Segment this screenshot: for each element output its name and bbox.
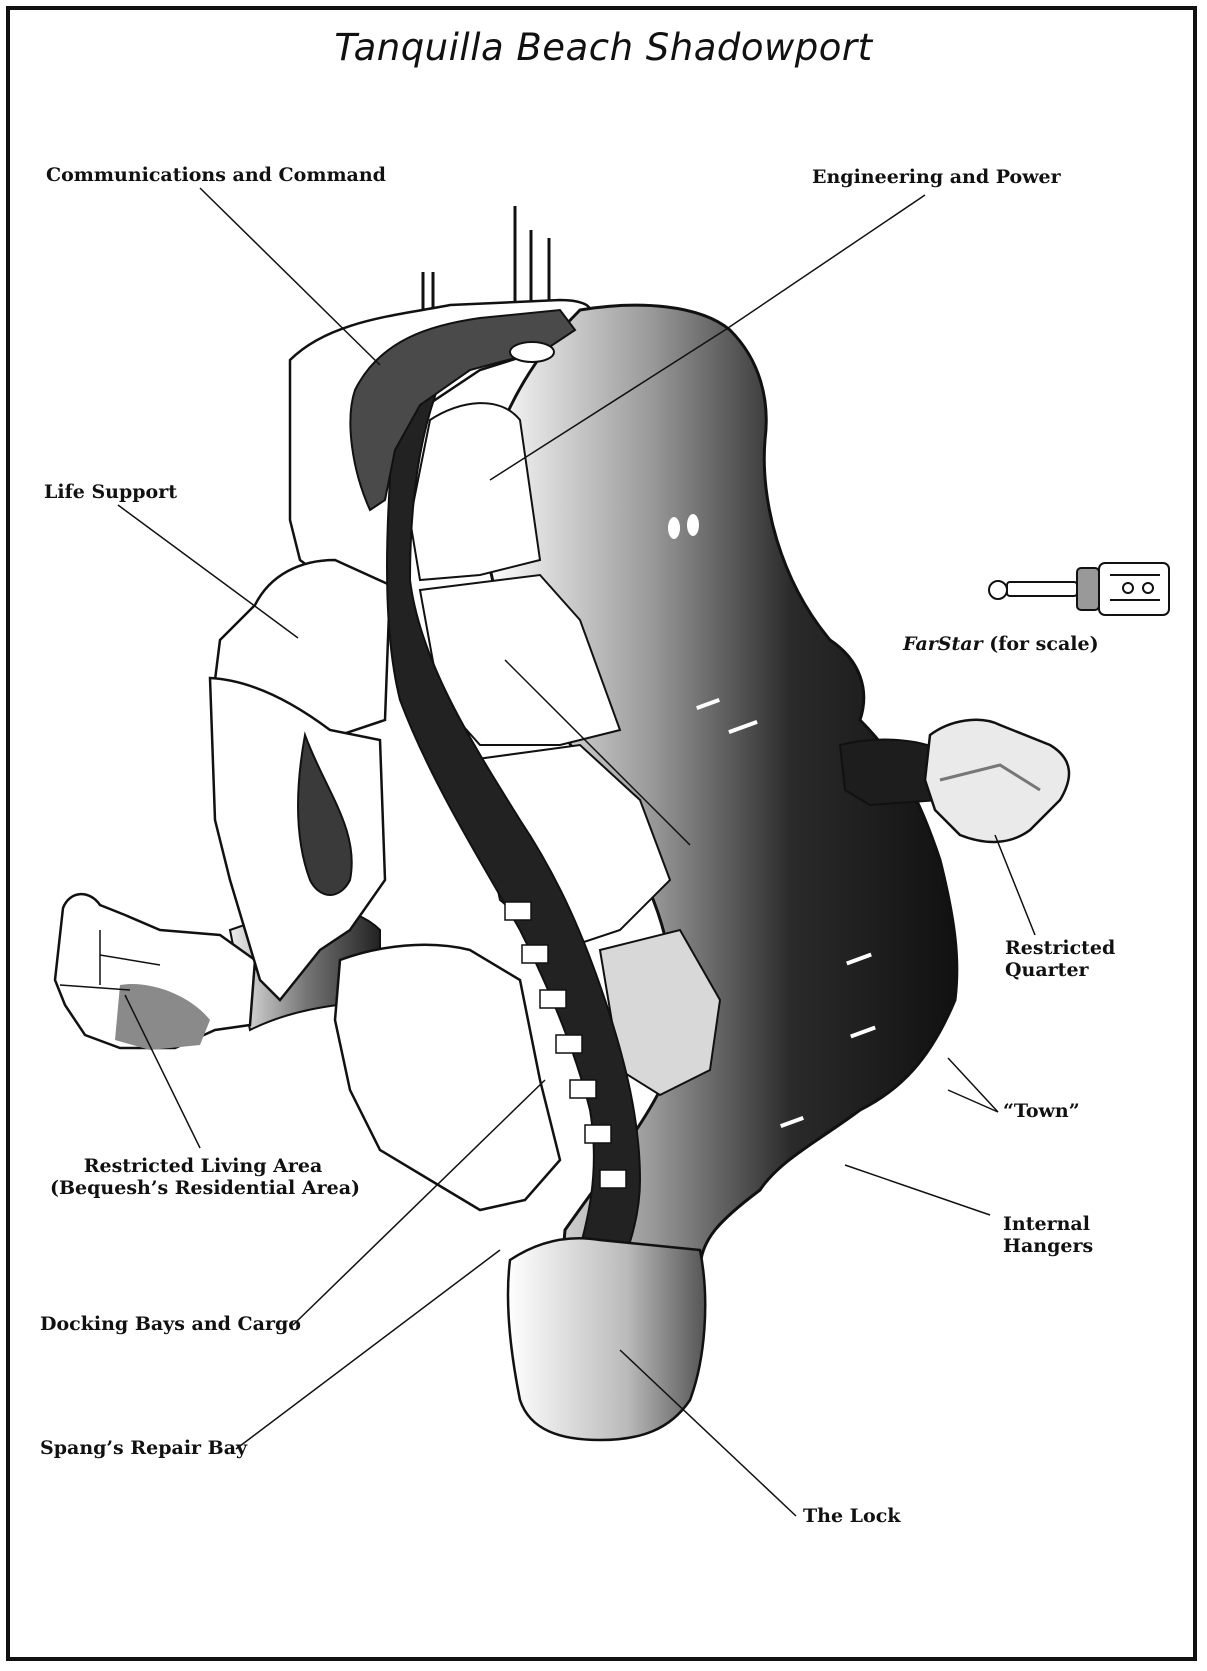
label-restricted-quarter-line2: Quarter: [1005, 959, 1115, 981]
farstar-name: FarStar: [903, 633, 983, 655]
label-restricted-living-area-line1: Restricted Living Area: [50, 1155, 356, 1177]
farstar-note: (for scale): [989, 633, 1098, 655]
label-internal-hangers-line2: Hangers: [1003, 1235, 1093, 1257]
label-spangs-repair-bay: Spang’s Repair Bay: [40, 1437, 247, 1459]
label-docking-bays-and-cargo: Docking Bays and Cargo: [40, 1313, 301, 1335]
label-the-lock: The Lock: [803, 1505, 900, 1527]
label-internal-hangers-line1: Internal: [1003, 1213, 1093, 1235]
the-lock: [508, 1238, 705, 1440]
label-restricted-quarter-line1: Restricted: [1005, 937, 1115, 959]
label-internal-hangers: Internal Hangers: [1003, 1213, 1093, 1257]
farstar-ship-icon: [989, 563, 1169, 615]
label-communications-and-command: Communications and Command: [46, 164, 386, 186]
label-engineering-and-power: Engineering and Power: [812, 166, 1061, 188]
label-farstar: FarStar (for scale): [903, 633, 1099, 655]
label-restricted-living-area: Restricted Living Area (Bequesh’s Reside…: [50, 1155, 356, 1199]
comm-dish: [510, 342, 554, 362]
label-restricted-quarter: Restricted Quarter: [1005, 937, 1115, 981]
label-town: “Town”: [1003, 1100, 1080, 1122]
label-life-support: Life Support: [44, 481, 177, 503]
label-restricted-living-area-line2: (Bequesh’s Residential Area): [50, 1177, 356, 1199]
